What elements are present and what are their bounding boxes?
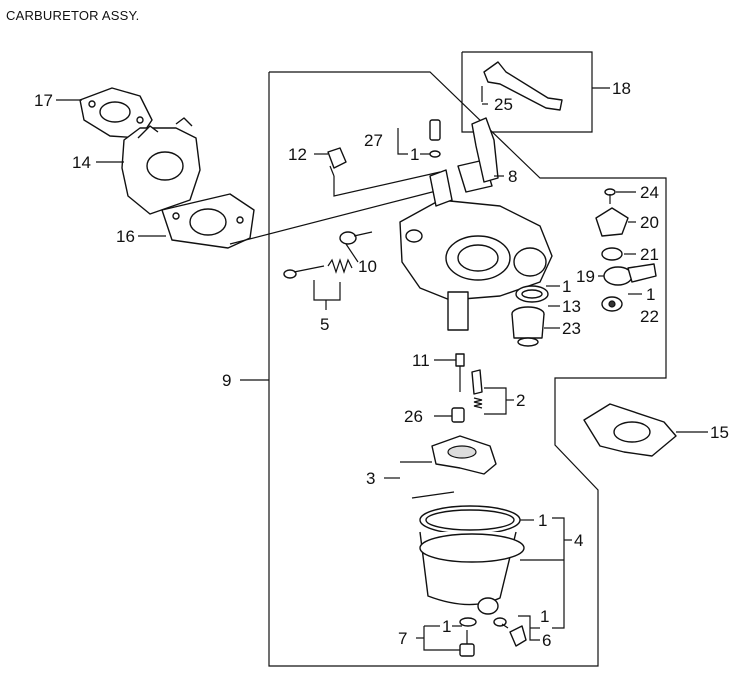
part-float-chamber-4 <box>419 505 525 615</box>
diagram-title: CARBURETOR ASSY. <box>6 8 140 23</box>
callout-22: 22 <box>640 307 659 326</box>
callout-2: 2 <box>516 391 525 410</box>
part-float-3 <box>411 435 497 499</box>
part-drain-bolt-6 <box>493 617 527 647</box>
part-o-ring-13-inner <box>521 289 543 299</box>
part-cover-20 <box>595 207 629 237</box>
callout-16: 16 <box>116 227 135 246</box>
callout-9: 9 <box>222 371 231 390</box>
part-screw-27 <box>429 119 441 158</box>
callout-1-e: 1 <box>540 607 549 626</box>
callout-6: 6 <box>542 631 551 650</box>
part-link-8 <box>471 117 499 183</box>
leader-lines <box>56 87 708 651</box>
callout-labels: 17 14 16 18 25 27 1 12 8 24 20 21 19 1 2… <box>34 79 729 650</box>
part-choke-lever-18 <box>481 61 563 111</box>
callout-1-b: 1 <box>646 285 655 304</box>
callout-27: 27 <box>364 131 383 150</box>
part-screw-12 <box>327 147 347 177</box>
callout-1-a: 1 <box>410 145 419 164</box>
part-carburetor-body <box>399 159 553 331</box>
part-nozzle-11 <box>455 353 465 392</box>
callout-26: 26 <box>404 407 423 426</box>
callout-1-d: 1 <box>538 511 547 530</box>
part-screw-5 <box>283 258 353 279</box>
callout-13: 13 <box>562 297 581 316</box>
callout-14: 14 <box>72 153 91 172</box>
part-gasket-15 <box>583 403 677 457</box>
callout-18: 18 <box>612 79 631 98</box>
part-needle-2 <box>471 369 483 409</box>
part-diaphragm-21 <box>601 247 623 261</box>
assembly-boundary <box>268 71 667 667</box>
part-drain-screw-7 <box>459 617 477 657</box>
callout-19: 19 <box>576 267 595 286</box>
part-screw-10 <box>339 231 373 245</box>
callout-24: 24 <box>640 183 659 202</box>
callout-1-f: 1 <box>442 617 451 636</box>
part-cup-23 <box>511 306 545 347</box>
callout-3: 3 <box>366 469 375 488</box>
callout-11: 11 <box>412 351 430 370</box>
lever-box <box>461 51 593 133</box>
callout-8: 8 <box>508 167 517 186</box>
callout-23: 23 <box>562 319 581 338</box>
guide-line-16 <box>229 189 441 245</box>
part-gasket-16 <box>161 193 255 249</box>
callout-20: 20 <box>640 213 659 232</box>
callout-15: 15 <box>710 423 729 442</box>
callout-4: 4 <box>574 531 583 550</box>
callout-10: 10 <box>358 257 377 276</box>
callout-1-c: 1 <box>562 277 571 296</box>
bracket-5 <box>313 280 341 301</box>
callout-21: 21 <box>640 245 659 264</box>
part-screw-24 <box>604 188 616 204</box>
guide-line-12 <box>333 171 441 197</box>
callout-7: 7 <box>398 629 407 648</box>
part-insulator-14 <box>121 117 201 215</box>
callout-25: 25 <box>494 95 513 114</box>
callout-5: 5 <box>320 315 329 334</box>
part-seal-22 <box>601 296 623 312</box>
callout-17: 17 <box>34 91 53 110</box>
part-holder-19 <box>603 263 657 286</box>
part-jet-26 <box>451 407 465 423</box>
callout-12: 12 <box>288 145 307 164</box>
part-gasket-17 <box>79 87 153 139</box>
